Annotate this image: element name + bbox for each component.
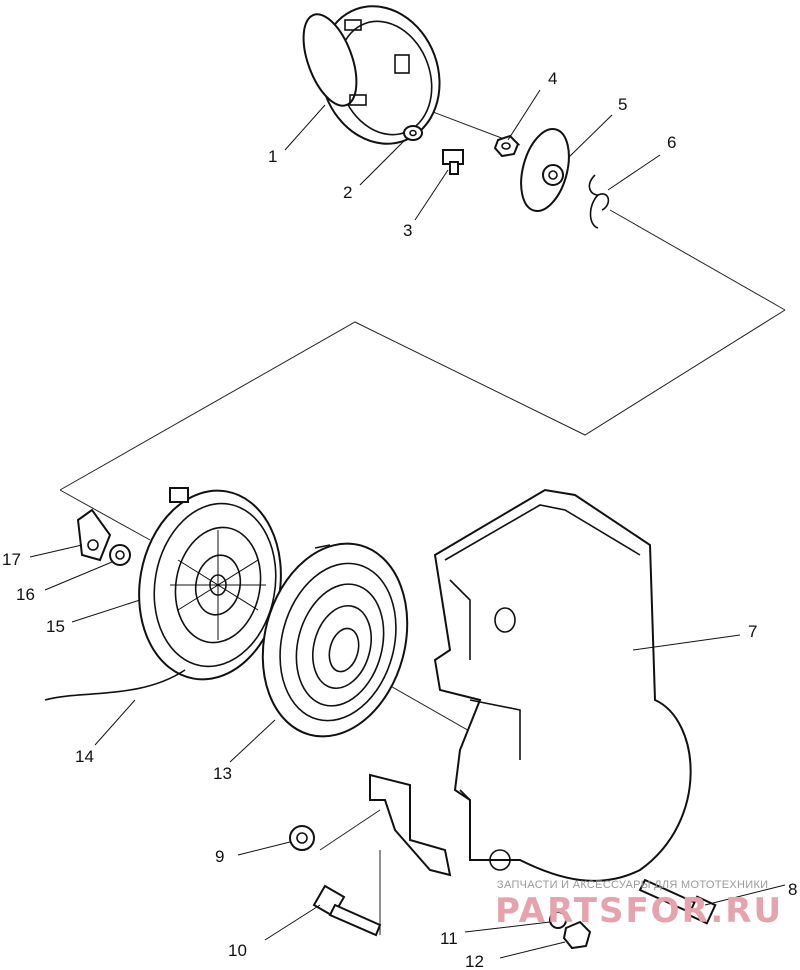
callout-4: 4	[548, 69, 557, 88]
part-recoil-spring	[261, 542, 409, 738]
part-bolt-8	[638, 878, 717, 925]
callout-1: 1	[268, 147, 277, 166]
callout-6: 6	[667, 133, 676, 152]
callout-16: 16	[16, 585, 35, 604]
callout-14: 14	[75, 747, 94, 766]
part-pawl	[109, 544, 131, 566]
callout-9: 9	[215, 847, 224, 866]
part-recoil-pulley	[138, 487, 282, 681]
leader-lines	[29, 89, 786, 959]
part-starter-rope	[44, 669, 186, 701]
part-washer-11	[549, 911, 567, 929]
callout-11: 11	[440, 929, 458, 948]
part-spring-clip	[588, 174, 610, 229]
callout-10: 10	[228, 941, 247, 960]
part-pulley	[520, 128, 570, 212]
part-pawl-arm	[76, 508, 112, 562]
watermark-logo: PARTSFOR.RU	[495, 891, 783, 931]
part-nut	[493, 134, 520, 158]
callout-13: 13	[213, 764, 232, 783]
part-washer	[403, 125, 423, 141]
part-starter-housing	[433, 488, 692, 882]
part-bolt-small	[442, 149, 464, 175]
callout-17: 17	[2, 550, 21, 569]
part-bolt-10	[312, 884, 382, 937]
callout-15: 15	[46, 617, 65, 636]
callout-8: 8	[788, 880, 797, 899]
part-fan-shroud	[302, 5, 441, 145]
callout-12: 12	[465, 952, 484, 970]
callout-labels: 1 2 3 4 5 6 7 8 9 10 11 12 13 14 15 16 1…	[2, 69, 797, 970]
part-nut-12	[562, 920, 592, 950]
watermark-tagline: ЗАПЧАСТИ И АКСЕССУАРЫ ДЛЯ МОТОТЕХНИКИ	[497, 879, 768, 891]
part-nut-9	[289, 825, 315, 851]
callout-2: 2	[343, 183, 352, 202]
watermark: ЗАПЧАСТИ И АКСЕССУАРЫ ДЛЯ МОТОТЕХНИКИ PA…	[495, 879, 783, 931]
part-mounting-bracket	[369, 773, 452, 877]
callout-3: 3	[403, 221, 412, 240]
callout-7: 7	[748, 622, 757, 641]
callout-5: 5	[618, 95, 627, 114]
